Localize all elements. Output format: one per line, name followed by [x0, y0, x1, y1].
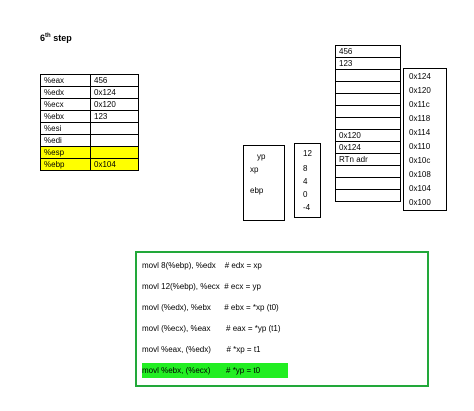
stack-cell	[335, 69, 401, 82]
stack-cell	[335, 105, 401, 118]
stack-address: 0x104	[409, 184, 431, 193]
code-line: movl %eax, (%edx) # *xp = t1	[142, 345, 261, 354]
arg-label-yp: yp	[257, 152, 266, 161]
register-row-edi: %edi	[40, 134, 139, 147]
step-number: 6	[40, 33, 46, 43]
stack-cell	[335, 165, 401, 178]
stack-cell-row	[335, 81, 401, 94]
code-line: movl (%ecx), %eax # eax = *yp (t1)	[142, 324, 281, 333]
stack-cell-row: RTn adr	[335, 153, 401, 166]
register-row-esp: %esp	[40, 146, 139, 159]
register-value: 123	[90, 110, 139, 123]
stack-address: 0x11c	[409, 100, 430, 109]
stack-address: 0x120	[409, 86, 431, 95]
stack-address: 0x110	[409, 142, 431, 151]
stack-cell	[335, 177, 401, 190]
stack-address: 0x114	[409, 128, 431, 137]
step-title: 6th step	[40, 33, 72, 43]
stack-cell: 123	[335, 57, 401, 70]
register-value	[90, 134, 139, 147]
stack-cell-row: 123	[335, 57, 401, 70]
stack-cell: 0x120	[335, 129, 401, 142]
register-value: 0x124	[90, 86, 139, 99]
stack-cell-row	[335, 189, 401, 202]
stack-cell-row: 0x124	[335, 141, 401, 154]
offset-value: 12	[303, 149, 312, 158]
register-name: %ebx	[40, 110, 91, 123]
offset-box: 12 8 4 0 -4	[294, 143, 321, 218]
register-name: %ecx	[40, 98, 91, 111]
code-line: movl 12(%ebp), %ecx # ecx = yp	[142, 282, 261, 291]
register-name: %edi	[40, 134, 91, 147]
step-word: step	[53, 33, 72, 43]
stack-address: 0x118	[409, 114, 431, 123]
code-line: movl 8(%ebp), %edx # edx = xp	[142, 261, 262, 270]
code-line: movl (%edx), %ebx # ebx = *xp (t0)	[142, 303, 279, 312]
register-name: %edx	[40, 86, 91, 99]
register-name: %ebp	[40, 158, 91, 171]
offset-value: 8	[303, 164, 308, 173]
code-line-current: movl %ebx, (%ecx) # *yp = t0	[142, 363, 288, 378]
register-row-esi: %esi	[40, 122, 139, 135]
step-number-suffix: th	[45, 33, 51, 39]
offset-value: -4	[303, 203, 311, 212]
register-value	[90, 146, 139, 159]
stack-cell-row	[335, 69, 401, 82]
register-name: %esi	[40, 122, 91, 135]
stack-cell-row: 0x120	[335, 129, 401, 142]
stack-address: 0x124	[409, 72, 431, 81]
arg-label-xp: xp	[250, 165, 259, 174]
register-value	[90, 122, 139, 135]
stack-address: 0x108	[409, 170, 431, 179]
arg-label-ebp: ebp	[250, 186, 264, 195]
stack-address: 0x10c	[409, 156, 431, 165]
stack-cell-row	[335, 105, 401, 118]
stack-cell-row	[335, 165, 401, 178]
register-value: 0x120	[90, 98, 139, 111]
offset-value: 4	[303, 177, 308, 186]
stack-address: 0x100	[409, 198, 431, 207]
stack-table: 456 123 0x120 0x124 RTn adr	[335, 45, 401, 202]
stack-cell: 456	[335, 45, 401, 58]
stack-cell: RTn adr	[335, 153, 401, 166]
offset-value: 0	[303, 190, 308, 199]
assembly-code-box: movl 8(%ebp), %edx # edx = xp movl 12(%e…	[135, 251, 429, 387]
register-name: %esp	[40, 146, 91, 159]
stack-cell: 0x124	[335, 141, 401, 154]
stack-cell-row	[335, 117, 401, 130]
stack-cell-row: 456	[335, 45, 401, 58]
argument-labels-box: yp xp ebp	[243, 145, 285, 221]
register-value: 456	[90, 74, 139, 87]
stack-cell	[335, 93, 401, 106]
stack-cell-row	[335, 93, 401, 106]
stack-cell	[335, 117, 401, 130]
stack-address-column: 0x124 0x120 0x11c 0x118 0x114 0x110 0x10…	[403, 68, 447, 211]
stack-cell	[335, 189, 401, 202]
register-name: %eax	[40, 74, 91, 87]
register-value: 0x104	[90, 158, 139, 171]
stack-cell-row	[335, 177, 401, 190]
stack-cell	[335, 81, 401, 94]
